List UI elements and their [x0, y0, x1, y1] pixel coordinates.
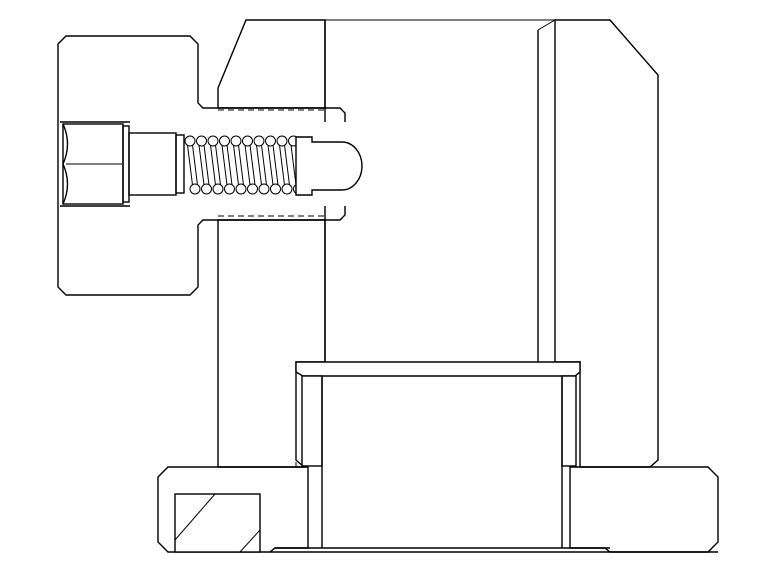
- spring-coil-bottom: [281, 183, 293, 195]
- spring-coil-line: [283, 140, 291, 190]
- spring-coil-bottom: [189, 183, 201, 195]
- spring-coil-bottom: [235, 183, 247, 195]
- spring-coil-top: [219, 135, 230, 147]
- spring-coil-line: [249, 140, 256, 190]
- compression-spring: [184, 135, 304, 195]
- spring-coil-bottom: [247, 183, 258, 195]
- spring-coil-bottom: [201, 183, 212, 195]
- spring-coil-line: [203, 140, 210, 190]
- housing-body: [217, 19, 659, 468]
- spring-coil-line: [186, 140, 194, 190]
- spring-coil-line: [221, 140, 228, 190]
- spring-coil-top: [184, 135, 196, 147]
- spring-coil-top: [276, 135, 288, 147]
- spring-coil-line: [232, 140, 240, 190]
- spring-coil-bottom: [270, 183, 281, 195]
- bushing: [295, 361, 581, 548]
- spring-coil-top: [242, 135, 253, 147]
- spring-coil-line: [272, 140, 279, 190]
- spring-coil-top: [253, 135, 265, 147]
- spring-coil-top: [230, 135, 242, 147]
- base-flange: [157, 466, 719, 553]
- spring-coil-top: [196, 135, 207, 147]
- spring-coil-top: [207, 135, 219, 147]
- spring-coil-line: [255, 140, 263, 190]
- spring-coil-bottom: [258, 183, 270, 195]
- spring-coil-line: [260, 140, 268, 190]
- spring-coil-line: [198, 140, 205, 190]
- plunger: [295, 136, 363, 196]
- spring-coil-line: [226, 140, 233, 190]
- spring-coil-line: [237, 140, 245, 190]
- spring-coil-line: [191, 140, 199, 190]
- spring-coil-line: [209, 140, 217, 190]
- spring-coil-line: [244, 140, 251, 190]
- spring-coil-line: [214, 140, 222, 190]
- spring-coil-bottom: [224, 183, 235, 195]
- spring-coil-line: [278, 140, 286, 190]
- spring-coil-top: [265, 135, 276, 147]
- spring-coil-bottom: [212, 183, 224, 195]
- spring-coil-line: [267, 140, 274, 190]
